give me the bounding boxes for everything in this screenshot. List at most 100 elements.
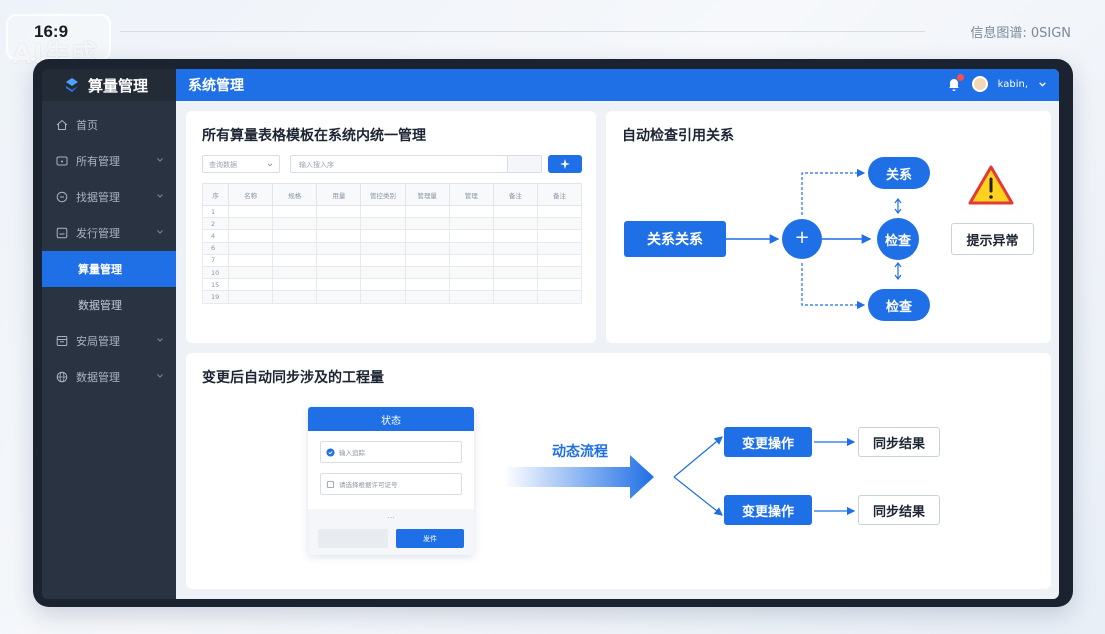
- column-header[interactable]: 管理量: [404, 183, 450, 206]
- column-header[interactable]: 用量: [316, 183, 362, 206]
- sidebar-item-label: 数据管理: [76, 371, 120, 384]
- chevron-down-icon: [157, 230, 163, 234]
- sidebar-item-label: 安局管理: [76, 335, 120, 348]
- sync-result-box[interactable]: 同步结果: [858, 495, 940, 525]
- table-row[interactable]: 10: [202, 265, 583, 280]
- chevron-down-icon: [157, 158, 163, 162]
- row-index: 2: [202, 217, 229, 231]
- column-header[interactable]: 备注: [492, 183, 538, 206]
- table-row[interactable]: 4: [202, 229, 583, 243]
- sidebar-nav: 首页 所有管理 找据管理 发行管理 算量管理: [42, 101, 176, 395]
- cancel-button[interactable]: [318, 529, 388, 548]
- branch-arrow: [673, 436, 723, 478]
- main-area: 系统管理 kabin, 所有算量表格模板在系统内统一管理 查询数据: [176, 69, 1059, 599]
- change-action-button[interactable]: 变更操作: [724, 427, 812, 457]
- user-name[interactable]: kabin,: [997, 78, 1028, 90]
- flow-label: 动态流程: [552, 444, 608, 460]
- dashed-arrow: [801, 263, 866, 310]
- notification-button[interactable]: [946, 74, 964, 92]
- card-title: 自动检查引用关系: [622, 128, 734, 144]
- tracking-field[interactable]: 输入追踪: [320, 441, 462, 463]
- header-actions: kabin,: [946, 74, 1047, 92]
- sidebar-item-all[interactable]: 所有管理: [42, 143, 176, 179]
- table-header: 序 名称 规格 用量 管控类别 管理量 管理 备注 备注: [202, 183, 583, 206]
- search-input[interactable]: 输入搜入序: [290, 155, 542, 173]
- top-divider: [120, 31, 925, 32]
- row-index: 19: [202, 290, 229, 304]
- lock-icon: [326, 480, 335, 489]
- field-placeholder: 输入追踪: [339, 449, 365, 457]
- column-header[interactable]: 管理: [448, 183, 494, 206]
- sidebar-item-release[interactable]: 发行管理: [42, 215, 176, 251]
- sidebar-item-security[interactable]: 安局管理: [42, 323, 176, 359]
- card-title: 所有算量表格模板在系统内统一管理: [202, 128, 426, 144]
- aspect-ratio-label: 16:9: [34, 22, 69, 41]
- calendar-icon: [56, 336, 68, 346]
- sidebar-item-find[interactable]: 找据管理: [42, 179, 176, 215]
- row-index: 4: [202, 229, 229, 243]
- input-placeholder: 输入搜入序: [299, 161, 334, 169]
- column-header[interactable]: 备注: [536, 183, 583, 206]
- sync-result-box[interactable]: 同步结果: [858, 427, 940, 457]
- status-form: 状态 输入追踪 请选择根据许可证号 ... 发件: [308, 407, 474, 555]
- card-title: 变更后自动同步涉及的工程量: [202, 370, 384, 386]
- column-header[interactable]: 序: [202, 183, 229, 206]
- chevron-down-icon: [157, 338, 163, 342]
- big-arrow: [504, 455, 654, 499]
- circle-icon: [56, 191, 68, 203]
- plus-icon: +: [794, 227, 810, 248]
- sidebar-item-data-sub[interactable]: 数据管理: [42, 287, 176, 323]
- shield-icon: [326, 448, 335, 457]
- avatar[interactable]: [971, 76, 988, 92]
- page-header: 系统管理 kabin,: [176, 69, 1059, 101]
- row-index: 1: [202, 204, 229, 219]
- row-index: 15: [202, 278, 229, 292]
- search-button[interactable]: [548, 155, 582, 173]
- relation-node[interactable]: 关系: [868, 157, 930, 189]
- double-arrow: [894, 198, 902, 214]
- input-addon[interactable]: [507, 156, 541, 172]
- plus-node[interactable]: [782, 219, 822, 259]
- table-row[interactable]: 19: [202, 290, 583, 304]
- check-label: 检查: [884, 234, 911, 249]
- chevron-down-icon: [157, 374, 163, 378]
- device-frame: 算量管理 首页 所有管理 找据管理: [33, 59, 1073, 607]
- sidebar-item-label: 发行管理: [76, 227, 120, 240]
- field-placeholder: 请选择根据许可证号: [339, 481, 398, 489]
- table-row[interactable]: 1: [202, 204, 583, 219]
- table-row[interactable]: 7: [202, 253, 583, 267]
- chevron-down-icon[interactable]: [1038, 80, 1047, 89]
- more-indicator: ...: [387, 511, 395, 520]
- folder-icon: [56, 156, 68, 166]
- license-field[interactable]: 请选择根据许可证号: [320, 473, 462, 495]
- check-node[interactable]: [877, 218, 919, 260]
- relation-source-box[interactable]: 关系关系: [624, 221, 726, 257]
- sidebar-item-data[interactable]: 数据管理: [42, 359, 176, 395]
- page-title: 系统管理: [188, 78, 244, 94]
- chevron-down-icon: [267, 163, 273, 167]
- sidebar-item-label: 找据管理: [76, 191, 120, 204]
- table-row[interactable]: 15: [202, 278, 583, 292]
- check-node-bottom[interactable]: 检查: [868, 289, 930, 321]
- query-select[interactable]: 查询数据: [202, 155, 280, 173]
- reference-check-card: 自动检查引用关系 关系关系: [606, 111, 1051, 343]
- alert-box[interactable]: 提示异常: [951, 223, 1034, 255]
- column-header[interactable]: 规格: [272, 183, 318, 206]
- logo-icon: [66, 78, 78, 92]
- row-index: 6: [202, 241, 229, 255]
- notification-badge: [956, 74, 964, 81]
- table-row[interactable]: 6: [202, 241, 583, 255]
- column-header[interactable]: 管控类别: [360, 183, 406, 206]
- filter-bar: 查询数据 输入搜入序: [202, 155, 582, 173]
- change-action-button[interactable]: 变更操作: [724, 495, 812, 525]
- brand[interactable]: 算量管理: [42, 69, 176, 101]
- sidebar-item-quantity[interactable]: 算量管理: [42, 251, 176, 287]
- table-row[interactable]: 2: [202, 217, 583, 231]
- brand-name: 算量管理: [88, 76, 149, 95]
- submit-button[interactable]: 发件: [396, 529, 464, 548]
- column-header[interactable]: 名称: [227, 183, 274, 206]
- row-index: 10: [202, 265, 229, 280]
- sidebar-item-home[interactable]: 首页: [42, 107, 176, 143]
- row-index: 7: [202, 253, 229, 267]
- reference-flow-diagram: [726, 165, 1014, 310]
